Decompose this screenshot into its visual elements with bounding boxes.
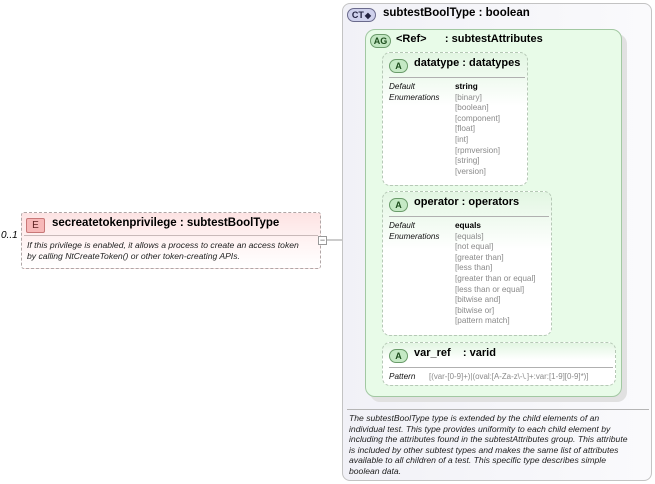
complex-type-title: subtestBoolType : boolean bbox=[383, 7, 530, 19]
plus-icon: ◆ bbox=[364, 11, 372, 20]
attribute-values: equals [equals] [not equal] [greater tha… bbox=[455, 221, 536, 327]
complex-type-doc-line: available to all children of a test. Thi… bbox=[349, 455, 606, 466]
pattern-value: [(var-[0-9]+)|(oval:[A-Za-z\-\.]+:var:[1… bbox=[429, 372, 589, 381]
enum-value: [less than or equal] bbox=[455, 284, 525, 294]
enum-value: [equals] bbox=[455, 231, 484, 241]
collapse-toggle-icon[interactable]: − bbox=[318, 235, 327, 245]
complex-type-doc-line: is included by other subtest types and m… bbox=[349, 444, 619, 455]
enum-value: [int] bbox=[455, 134, 469, 144]
attribute-values: string [binary] [boolean] [component] [f… bbox=[455, 82, 500, 177]
enum-value: [bitwise or] bbox=[455, 305, 495, 315]
enum-value: [pattern match] bbox=[455, 316, 510, 326]
complex-type-divider bbox=[347, 409, 649, 410]
attribute-group-badge: AG bbox=[370, 34, 391, 48]
enum-value: [version] bbox=[455, 166, 486, 176]
default-label: Default bbox=[389, 221, 415, 230]
complex-type-documentation: The subtestBoolType type is extended by … bbox=[349, 413, 651, 477]
attribute-divider bbox=[389, 77, 525, 78]
attribute-group-title: <Ref> : subtestAttributes bbox=[396, 33, 543, 45]
enum-value: [boolean] bbox=[455, 103, 489, 113]
enum-value: [float] bbox=[455, 124, 476, 134]
attribute-title: operator : operators bbox=[414, 196, 520, 208]
enumerations-label: Enumerations bbox=[389, 92, 440, 102]
element-badge: E bbox=[26, 218, 45, 233]
pattern-label: Pattern bbox=[389, 372, 416, 381]
complex-type-doc-line: individual test. This type provides unif… bbox=[349, 423, 611, 434]
enum-value: [greater than] bbox=[455, 252, 504, 262]
attribute-labels: Default Enumerations bbox=[389, 221, 440, 242]
attribute-title: datatype : datatypes bbox=[414, 57, 521, 69]
element-divider bbox=[24, 235, 318, 236]
complex-type-badge: CT◆ bbox=[347, 8, 376, 22]
attribute-var-ref[interactable]: A var_ref : varid Pattern [(var-[0-9]+)|… bbox=[382, 342, 616, 386]
attribute-datatype[interactable]: A datatype : datatypes Default Enumerati… bbox=[382, 52, 528, 186]
complex-type-doc-line: boolean data. bbox=[349, 465, 402, 476]
attribute-operator[interactable]: A operator : operators Default Enumerati… bbox=[382, 191, 552, 336]
element-documentation: If this privilege is enabled, it allows … bbox=[27, 240, 323, 262]
attribute-badge: A bbox=[389, 59, 408, 73]
enum-value: [greater than or equal] bbox=[455, 273, 536, 283]
element-title: secreatetokenprivilege : subtestBoolType bbox=[52, 217, 280, 229]
enum-value: [not equal] bbox=[455, 242, 494, 252]
attribute-title: var_ref : varid bbox=[414, 347, 496, 359]
default-label: Default bbox=[389, 82, 415, 91]
attribute-divider bbox=[389, 216, 549, 217]
complex-type-badge-text: CT bbox=[351, 10, 364, 20]
element-doc-line: If this privilege is enabled, it allows … bbox=[27, 240, 299, 250]
occurrence-label: 0..1 bbox=[1, 230, 18, 241]
enum-value: [rpmversion] bbox=[455, 145, 501, 155]
enum-value: [component] bbox=[455, 113, 501, 123]
default-value: equals bbox=[455, 221, 481, 230]
attribute-badge: A bbox=[389, 198, 408, 212]
attribute-labels: Default Enumerations bbox=[389, 82, 440, 103]
enum-value: [binary] bbox=[455, 92, 482, 102]
enumerations-label: Enumerations bbox=[389, 231, 440, 241]
enum-value: [bitwise and] bbox=[455, 295, 501, 305]
enum-value: [less than] bbox=[455, 263, 493, 273]
default-value: string bbox=[455, 82, 478, 91]
element-box[interactable]: E secreatetokenprivilege : subtestBoolTy… bbox=[21, 212, 321, 269]
attribute-badge: A bbox=[389, 349, 408, 363]
enum-value: [string] bbox=[455, 156, 480, 166]
complex-type-doc-line: including the attributes found in the su… bbox=[349, 434, 628, 445]
complex-type-doc-line: The subtestBoolType type is extended by … bbox=[349, 413, 600, 423]
attribute-divider bbox=[389, 367, 613, 368]
element-doc-line: by calling NtCreateToken() or other toke… bbox=[27, 251, 240, 261]
